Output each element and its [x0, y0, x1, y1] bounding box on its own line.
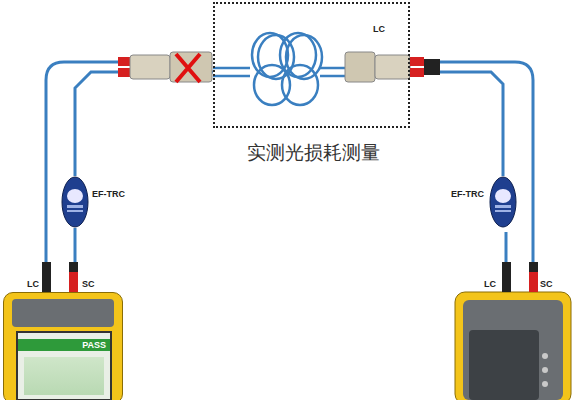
lc-adapter [345, 52, 440, 82]
fiber-cable [75, 72, 213, 176]
reference-cord-module: EF-TRC [56, 172, 146, 232]
fiber-cable [410, 72, 503, 176]
port-connector [42, 262, 538, 292]
fiber-cable [46, 62, 125, 265]
fiber-cable [440, 62, 533, 265]
label-text: EF-TRC [451, 189, 484, 199]
module-oval [488, 172, 518, 232]
duplex-connector [118, 52, 212, 82]
module-oval [60, 172, 90, 232]
fiber-spool [213, 33, 345, 105]
result-graphic [24, 357, 104, 395]
fiber-cable [505, 232, 508, 265]
label-text: LC [373, 24, 385, 34]
tester-screen: PASS [16, 331, 112, 400]
reference-cord-module: EF-TRC [430, 172, 522, 232]
remote-tester [455, 292, 571, 400]
port-label: LC [27, 279, 39, 289]
caption-text: 实测光损耗测量 [247, 140, 380, 166]
port-label: LC [484, 279, 496, 289]
measurement-region: LC实测光损耗测量 [213, 2, 410, 128]
label-text: EF-TRC [92, 189, 125, 199]
port-label: SC [540, 279, 553, 289]
tester-top-band [12, 299, 114, 327]
status-bar: PASS [18, 339, 110, 351]
main-tester: PASS [3, 292, 123, 400]
label-text: PASS [82, 339, 106, 351]
port-label: SC [82, 279, 95, 289]
